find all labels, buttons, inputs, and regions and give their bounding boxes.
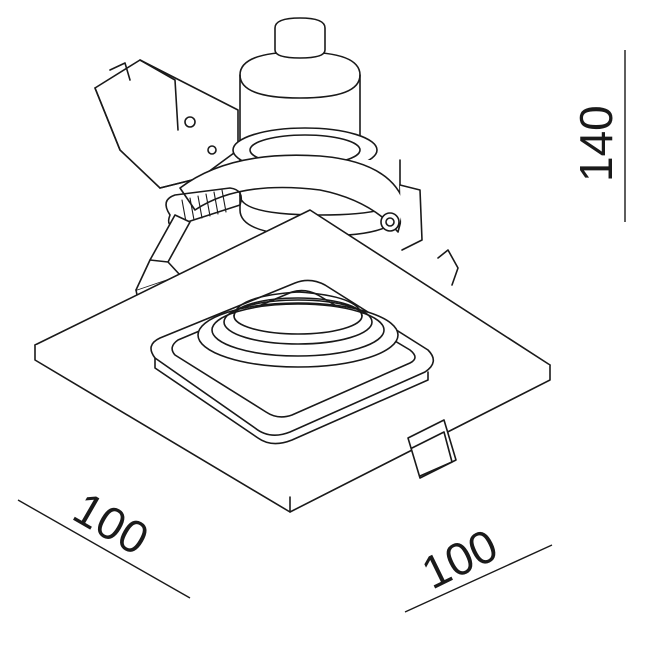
dimension-width-left: 100 (17, 482, 191, 599)
right-width-dimension-line (404, 544, 553, 613)
gimbal-bracket (179, 154, 423, 251)
left-width-label: 100 (65, 482, 157, 565)
reflector-rings (197, 291, 399, 368)
terminal-block (94, 59, 239, 197)
right-width-label: 100 (414, 519, 506, 599)
left-width-dimension-line (17, 499, 191, 599)
height-label: 140 (570, 105, 622, 182)
spring-clip-right (407, 249, 459, 479)
dimension-width-right: 100 (404, 519, 553, 613)
dimension-height: 140 (570, 50, 626, 222)
